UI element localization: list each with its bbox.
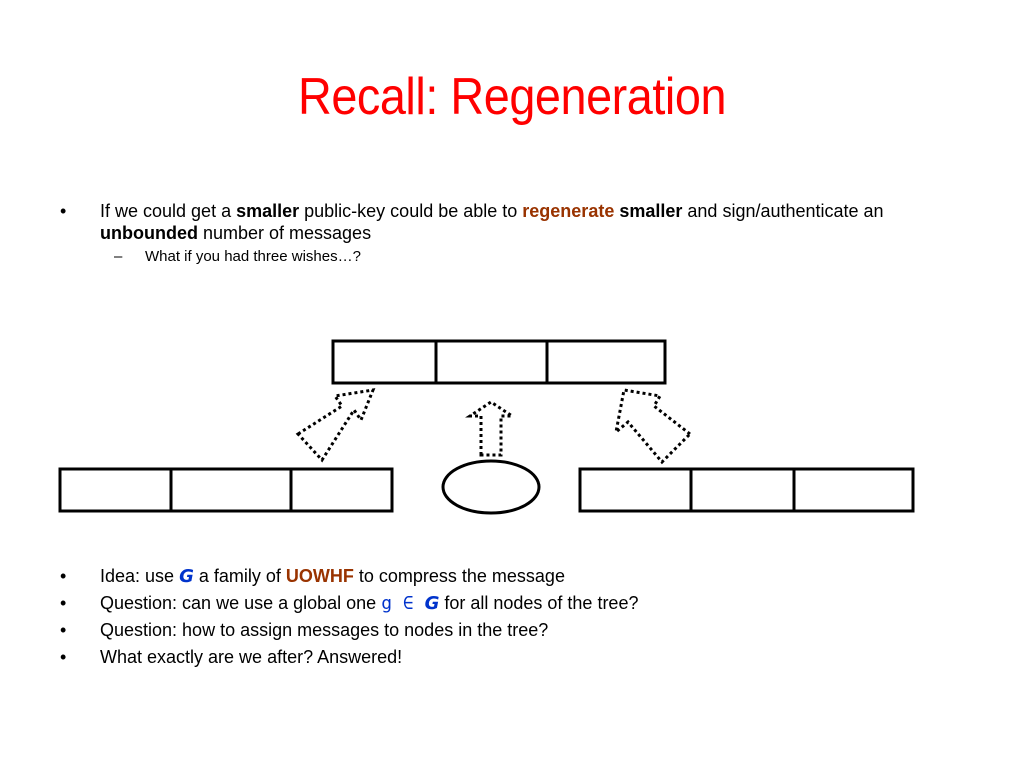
math-G: G xyxy=(424,593,440,614)
bullet-item: • What exactly are we after? Answered! xyxy=(60,644,940,671)
bullet-text: and sign/authenticate an xyxy=(682,201,884,221)
bullet-item: • Question: how to assign messages to no… xyxy=(60,617,940,644)
bullet-list-top: • If we could get a smaller public-key c… xyxy=(60,200,940,268)
bullet-text: public-key could be able to xyxy=(299,201,523,221)
bullet-dot: • xyxy=(60,620,67,640)
bullet-item: • If we could get a smaller public-key c… xyxy=(60,200,940,244)
math-g: g xyxy=(381,593,393,614)
left-arrow-icon xyxy=(295,388,376,463)
slide-title: Recall: Regeneration xyxy=(297,68,727,126)
bold-smaller: smaller xyxy=(236,201,300,221)
sub-bullet-text: What if you had three wishes…? xyxy=(145,248,361,265)
bullet-text: number of messages xyxy=(197,223,372,243)
math-G: G xyxy=(179,566,194,587)
bullet-text: What exactly are we after? Answered! xyxy=(100,647,403,667)
top-box xyxy=(331,339,667,385)
bullet-text: a family of xyxy=(193,566,286,586)
right-arrow-icon xyxy=(613,388,693,465)
bullet-text: for all nodes of the tree? xyxy=(439,593,639,613)
math-element-of: ∈ xyxy=(392,593,425,614)
bullet-text: Question: how to assign messages to node… xyxy=(100,620,549,640)
sub-bullet-dash: – xyxy=(114,248,123,265)
emphasis-regenerate: regenerate xyxy=(522,201,615,221)
bullet-item: • Question: can we use a global one g ∈ … xyxy=(60,590,940,617)
center-arrow-icon xyxy=(465,400,517,457)
bullet-dot: • xyxy=(60,201,67,221)
bullet-dot: • xyxy=(60,566,67,586)
emphasis-uowhf: UOWHF xyxy=(285,566,354,586)
bold-smaller: smaller xyxy=(619,201,683,221)
bullet-text: If we could get a xyxy=(100,201,237,221)
bullet-text: Question: can we use a global one xyxy=(100,593,382,613)
right-box xyxy=(578,467,915,513)
bullet-dot: • xyxy=(60,593,67,613)
bullet-text: Idea: use xyxy=(100,566,180,586)
left-box xyxy=(58,467,394,513)
bold-unbounded: unbounded xyxy=(100,223,198,243)
bullet-item: • Idea: use G a family of UOWHF to compr… xyxy=(60,563,940,590)
bullet-list-bottom: • Idea: use G a family of UOWHF to compr… xyxy=(60,563,940,671)
sub-bullet-item: – What if you had three wishes…? xyxy=(60,246,940,268)
bullet-dot: • xyxy=(60,647,67,667)
center-oval xyxy=(441,459,541,515)
bullet-text: to compress the message xyxy=(353,566,565,586)
